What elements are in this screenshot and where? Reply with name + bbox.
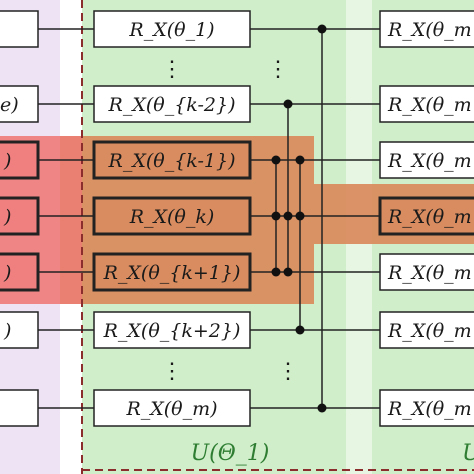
gate-label-k-1: R_X(θ_{k-1}) xyxy=(108,150,236,172)
left-partial-label-1: e) xyxy=(0,94,19,116)
right-gate-label-7: R_X(θ_m xyxy=(387,398,472,420)
right-gate-label-3: R_X(θ_m xyxy=(387,150,472,172)
vertical-ellipses: ⋮ ⋮ ⋮ ⋮ xyxy=(161,57,299,384)
right-gate-label-6: R_X(θ_m xyxy=(387,320,472,342)
dots-wire-bottom: ⋮ xyxy=(277,359,299,384)
orange-band-left-overlap xyxy=(60,136,82,304)
left-partial-label-5: ) xyxy=(3,320,11,342)
gate-label-k+2: R_X(θ_{k+2}) xyxy=(103,320,241,342)
left-partial-label-3: ) xyxy=(3,206,11,228)
control-dots xyxy=(271,24,327,413)
right-gate-label-5: R_X(θ_m xyxy=(387,262,472,284)
right-gate-label-1: R_X(θ_m xyxy=(387,19,472,41)
block-label-right: U xyxy=(462,441,474,466)
gate-rx-theta-1 xyxy=(93,10,251,48)
gate-label-k: R_X(θ_k) xyxy=(129,206,215,228)
left-partial-label-4: ) xyxy=(3,262,11,284)
gate-rx-theta-k+1 xyxy=(92,252,252,292)
dots-wire-top: ⋮ xyxy=(267,57,289,82)
main-gates: R_X(θ_1) R_X(θ_{k-2}) R_X(θ_{k-1}) R_X(θ… xyxy=(92,10,252,427)
gate-rx-theta-k-2 xyxy=(93,85,251,123)
gate-rx-theta-k-1 xyxy=(92,140,252,180)
left-partial-label-2: ) xyxy=(3,150,11,172)
left-partial-gates: e) ) ) ) ) xyxy=(0,10,40,427)
gate-label-1: R_X(θ_1) xyxy=(128,19,214,41)
gate-rx-theta-k xyxy=(92,196,252,236)
right-gate-label-2: R_X(θ_m xyxy=(387,94,472,116)
right-gate-label-4: R_X(θ_m xyxy=(387,206,472,228)
gate-label-k+1: R_X(θ_{k+1}) xyxy=(103,262,241,284)
block-label-u-theta-1: U(Θ_1) xyxy=(191,441,270,466)
gate-rx-theta-k+2 xyxy=(93,311,251,349)
gate-label-k-2: R_X(θ_{k-2}) xyxy=(108,94,236,116)
dots-main-bottom: ⋮ xyxy=(161,359,183,384)
gate-rx-theta-m xyxy=(93,389,251,427)
dots-main-top: ⋮ xyxy=(161,57,183,82)
right-gates: R_X(θ_m R_X(θ_m R_X(θ_m R_X(θ_m R_X(θ_m … xyxy=(378,10,474,427)
gate-label-m: R_X(θ_m) xyxy=(125,398,217,420)
